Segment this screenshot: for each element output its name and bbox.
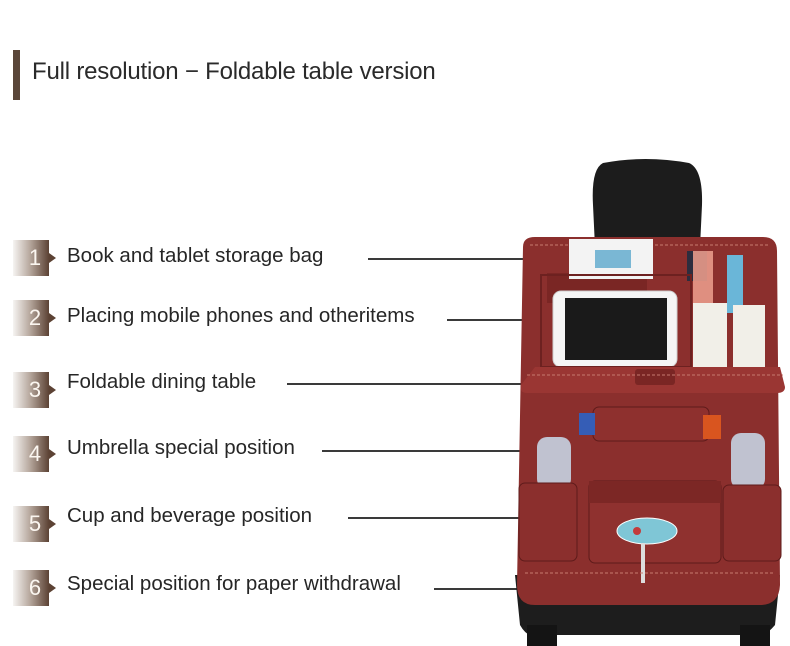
number-badge: 6 [13,570,56,606]
feature-label: Cup and beverage position [67,504,313,527]
feature-label: Foldable dining table [67,370,257,393]
feature-label: Placing mobile phones and otheritems [67,304,415,327]
leader-line-5 [348,517,560,519]
leader-line-1 [368,258,578,260]
number-badge: 4 [13,436,56,472]
leader-line-4 [322,450,668,452]
leader-line-3 [287,383,555,385]
feature-label: Special position for paper withdrawal [67,572,401,595]
feature-label: Book and tablet storage bag [67,244,324,267]
headrest-icon [592,159,703,247]
number-badge: 2 [13,300,56,336]
number-badge: 3 [13,372,56,408]
title-accent-bar [13,50,20,100]
number-badge: 5 [13,506,56,542]
car-seat-organizer-illustration [515,159,785,646]
feature-label: Umbrella special position [67,436,295,459]
page-title: Full resolution − Foldable table version [32,58,436,85]
water-bottle-icon [537,437,571,489]
number-badge: 1 [13,240,56,276]
